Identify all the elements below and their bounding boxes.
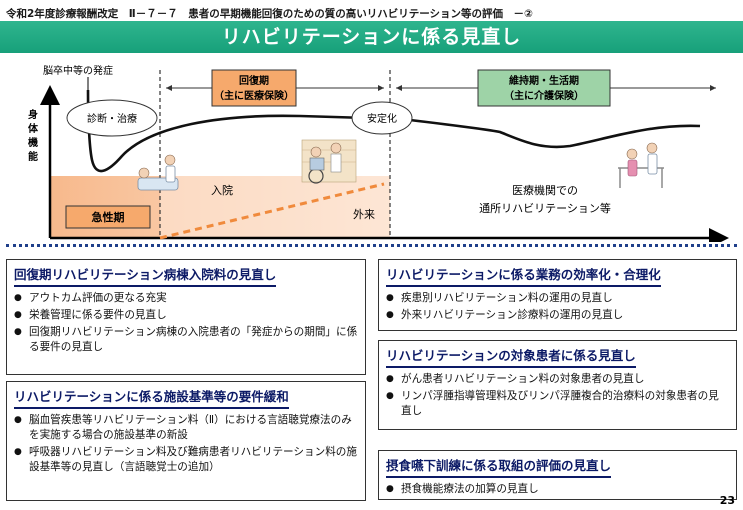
list-item: リンパ浮腫指導管理料及びリンパ浮腫複合的治療料の対象患者の見直し <box>386 389 729 419</box>
onset-label: 脳卒中等の発症 <box>43 64 113 77</box>
walking-rehab-illustration <box>618 142 664 188</box>
patient-bed-illustration <box>137 154 179 191</box>
list-item: 疾患別リハビリテーション料の運用の見直し <box>386 291 729 306</box>
list-item: アウトカム評価の更なる充実 <box>14 291 358 306</box>
maintenance-phase-label-2: （主に介護保険） <box>504 89 584 102</box>
box-title: 摂食嚥下訓練に係る取組の評価の見直し <box>386 455 612 478</box>
list-item: 栄養管理に係る要件の見直し <box>14 308 358 323</box>
box-title: リハビリテーションに係る施設基準等の要件緩和 <box>14 386 289 409</box>
diagnosis-bubble <box>66 99 158 137</box>
maintenance-phase-box <box>477 69 611 107</box>
rehab-timeline-diagram: 身 体 機 能 脳卒中等の発症 回復期 （主に医療保険） 維持期・生活期 （主に… <box>28 64 729 242</box>
section-separator <box>6 244 737 247</box>
box-recovery-ward: 回復期リハビリテーション病棟入院料の見直し アウトカム評価の更なる充実 栄養管理… <box>6 259 366 375</box>
outpatient-label: 外来 <box>353 208 375 221</box>
stabilization-bubble-label: 安定化 <box>367 112 397 125</box>
outpatient-trend-line <box>159 182 385 240</box>
list-item: がん患者リハビリテーション料の対象患者の見直し <box>386 372 729 387</box>
list-item: 回復期リハビリテーション病棟の入院患者の「発症からの期間」に係る要件の見直し <box>14 325 358 355</box>
recovery-phase-box <box>211 69 297 107</box>
acute-phase-box <box>65 205 151 229</box>
y-axis-label-2: 体 <box>28 122 39 135</box>
box-target-patients: リハビリテーションの対象患者に係る見直し がん患者リハビリテーション料の対象患者… <box>378 340 737 430</box>
list-item: 呼吸器リハビリテーション料及び難病患者リハビリテーション料の施設基準等の見直し（… <box>14 445 358 475</box>
page-header: 令和2年度診療報酬改定 Ⅱ－７－７ 患者の早期機能回復のための質の高いリハビリテ… <box>6 8 533 20</box>
page-title: リハビリテーションに係る見直し <box>0 21 743 53</box>
list-item: 脳血管疾患等リハビリテーション料（Ⅱ）における言語聴覚療法のみを実施する場合の施… <box>14 413 358 443</box>
y-axis-label-4: 能 <box>28 150 38 163</box>
y-axis-label-1: 身 <box>28 108 38 121</box>
stabilization-bubble <box>351 101 413 135</box>
recovery-phase-label-2: （主に医療保険） <box>214 89 294 102</box>
recovery-phase-label-1: 回復期 <box>239 74 269 87</box>
list-item: 摂食機能療法の加算の見直し <box>386 482 729 497</box>
y-axis-label-3: 機 <box>28 136 38 149</box>
list-item: 外来リハビリテーション診療料の運用の見直し <box>386 308 729 323</box>
box-title: リハビリテーションに係る業務の効率化・合理化 <box>386 264 661 287</box>
inpatient-label: 入院 <box>211 183 233 197</box>
box-swallowing: 摂食嚥下訓練に係る取組の評価の見直し 摂食機能療法の加算の見直し <box>378 450 737 500</box>
box-efficiency: リハビリテーションに係る業務の効率化・合理化 疾患別リハビリテーション料の運用の… <box>378 259 737 331</box>
box-facility-criteria: リハビリテーションに係る施設基準等の要件緩和 脳血管疾患等リハビリテーション料（… <box>6 381 366 501</box>
wheelchair-illustration <box>301 139 357 184</box>
institution-label-2: 通所リハビリテーション等 <box>479 201 611 215</box>
inpatient-area <box>160 176 390 238</box>
institution-label-1: 医療機関での <box>512 183 578 197</box>
page-number: 23 <box>719 494 735 507</box>
box-title: リハビリテーションの対象患者に係る見直し <box>386 345 636 368</box>
diagnosis-bubble-label: 診断・治療 <box>87 112 137 125</box>
maintenance-phase-label-1: 維持期・生活期 <box>509 74 579 87</box>
acute-phase-label: 急性期 <box>92 210 125 224</box>
box-title: 回復期リハビリテーション病棟入院料の見直し <box>14 264 277 287</box>
